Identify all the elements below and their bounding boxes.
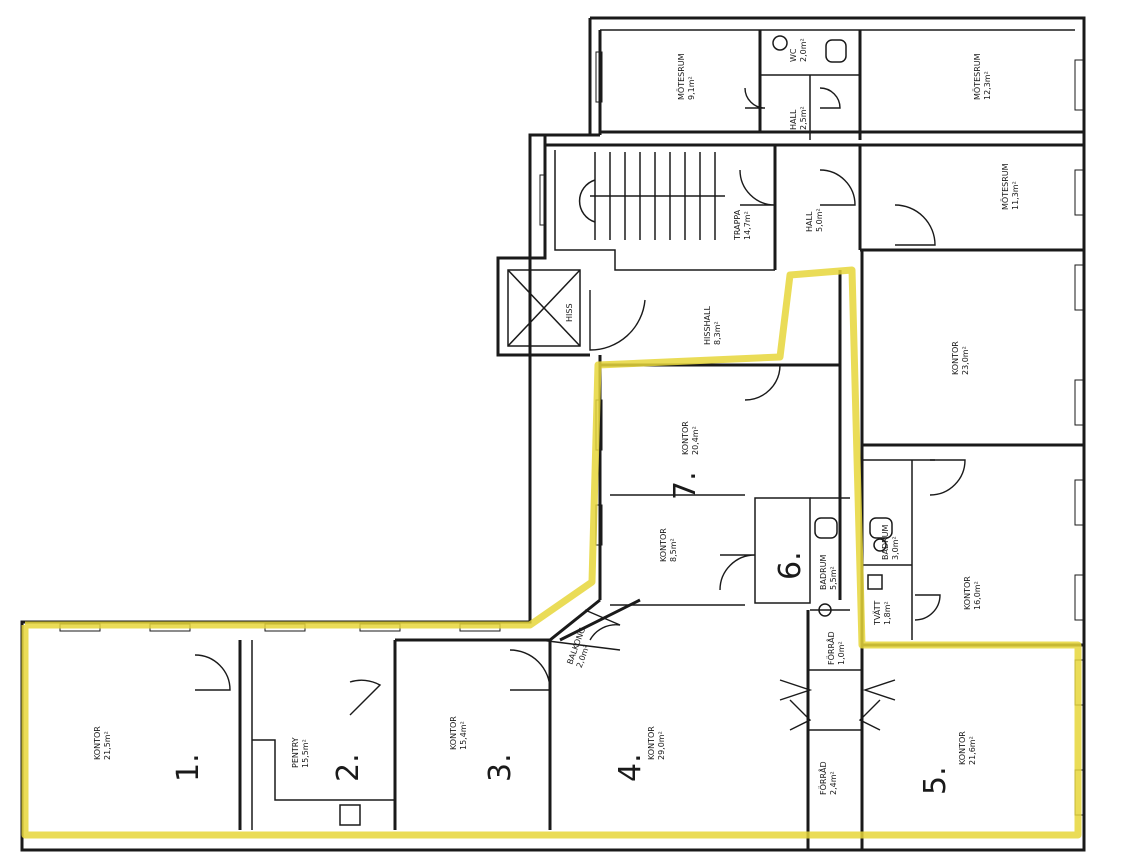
fixtures	[772, 35, 893, 617]
rented-area-outline	[21, 266, 1082, 839]
room-label-kontor-20: KONTOR20,4m²	[681, 421, 700, 455]
doors	[194, 87, 966, 731]
room-label-badrum-3: BADRUM3,0m²	[881, 524, 900, 560]
room-number-6: 6.	[773, 551, 808, 580]
windows	[59, 51, 1084, 816]
room-label-kontor-16: KONTOR16,0m²	[963, 576, 982, 610]
room-label-kontor-15: KONTOR15,4m²	[449, 716, 468, 750]
room-label-forrad-1: FÖRRÅD1,0m²	[825, 631, 846, 665]
room-label-forrad-2: FÖRRÅD2,4m²	[817, 761, 838, 795]
room-numbers: 1. 2. 3. 4. 5. 6. 7.	[171, 471, 953, 795]
room-label-kontor-21-6: KONTOR21,6m²	[958, 731, 977, 765]
room-label-hisshall: HISSHALL8,3m²	[703, 306, 722, 345]
room-number-3: 3.	[483, 753, 518, 782]
room-number-1: 1.	[171, 753, 206, 782]
interior-walls	[238, 29, 1084, 850]
room-number-2: 2.	[331, 753, 366, 782]
room-label-balkong: BALKONG2,0m²	[565, 626, 596, 669]
room-label-motesrum-b: MÖTESRUM12,3m²	[972, 53, 992, 100]
room-label-badrum-5: BADRUM5,5m²	[819, 554, 838, 590]
room-label-kontor-23: KONTOR23,0m²	[951, 341, 970, 375]
room-label-tvatt: TVÄTT1,8m²	[872, 601, 892, 626]
room-label-hall-a: HALL2,5m²	[789, 106, 808, 130]
room-labels: MÖTESRUM9,1m² WC2,0m² MÖTESRUM12,3m² HAL…	[93, 38, 1020, 795]
room-label-kontor-8: KONTOR8,5m²	[659, 528, 678, 562]
room-label-motesrum-a: MÖTESRUM9,1m²	[676, 53, 696, 100]
outer-walls	[20, 16, 1086, 852]
room-number-5: 5.	[918, 766, 953, 795]
room-label-motesrum-c: MÖTESRUM11,3m²	[1000, 163, 1020, 210]
room-label-kontor-21-5: KONTOR21,5m²	[93, 726, 112, 760]
room-label-wc: WC2,0m²	[789, 38, 808, 62]
room-label-trappa: TRAPPA14,7m²	[733, 209, 752, 241]
room-label-pentry: PENTRY15,5m²	[291, 737, 310, 768]
room-number-4: 4.	[613, 753, 648, 782]
room-label-kontor-29: KONTOR29,0m²	[647, 726, 666, 760]
stairs	[578, 152, 725, 240]
room-label-hall-b: HALL5,0m²	[805, 208, 824, 232]
room-label-hiss: HISS	[565, 303, 574, 322]
room-number-7: 7.	[668, 471, 703, 500]
